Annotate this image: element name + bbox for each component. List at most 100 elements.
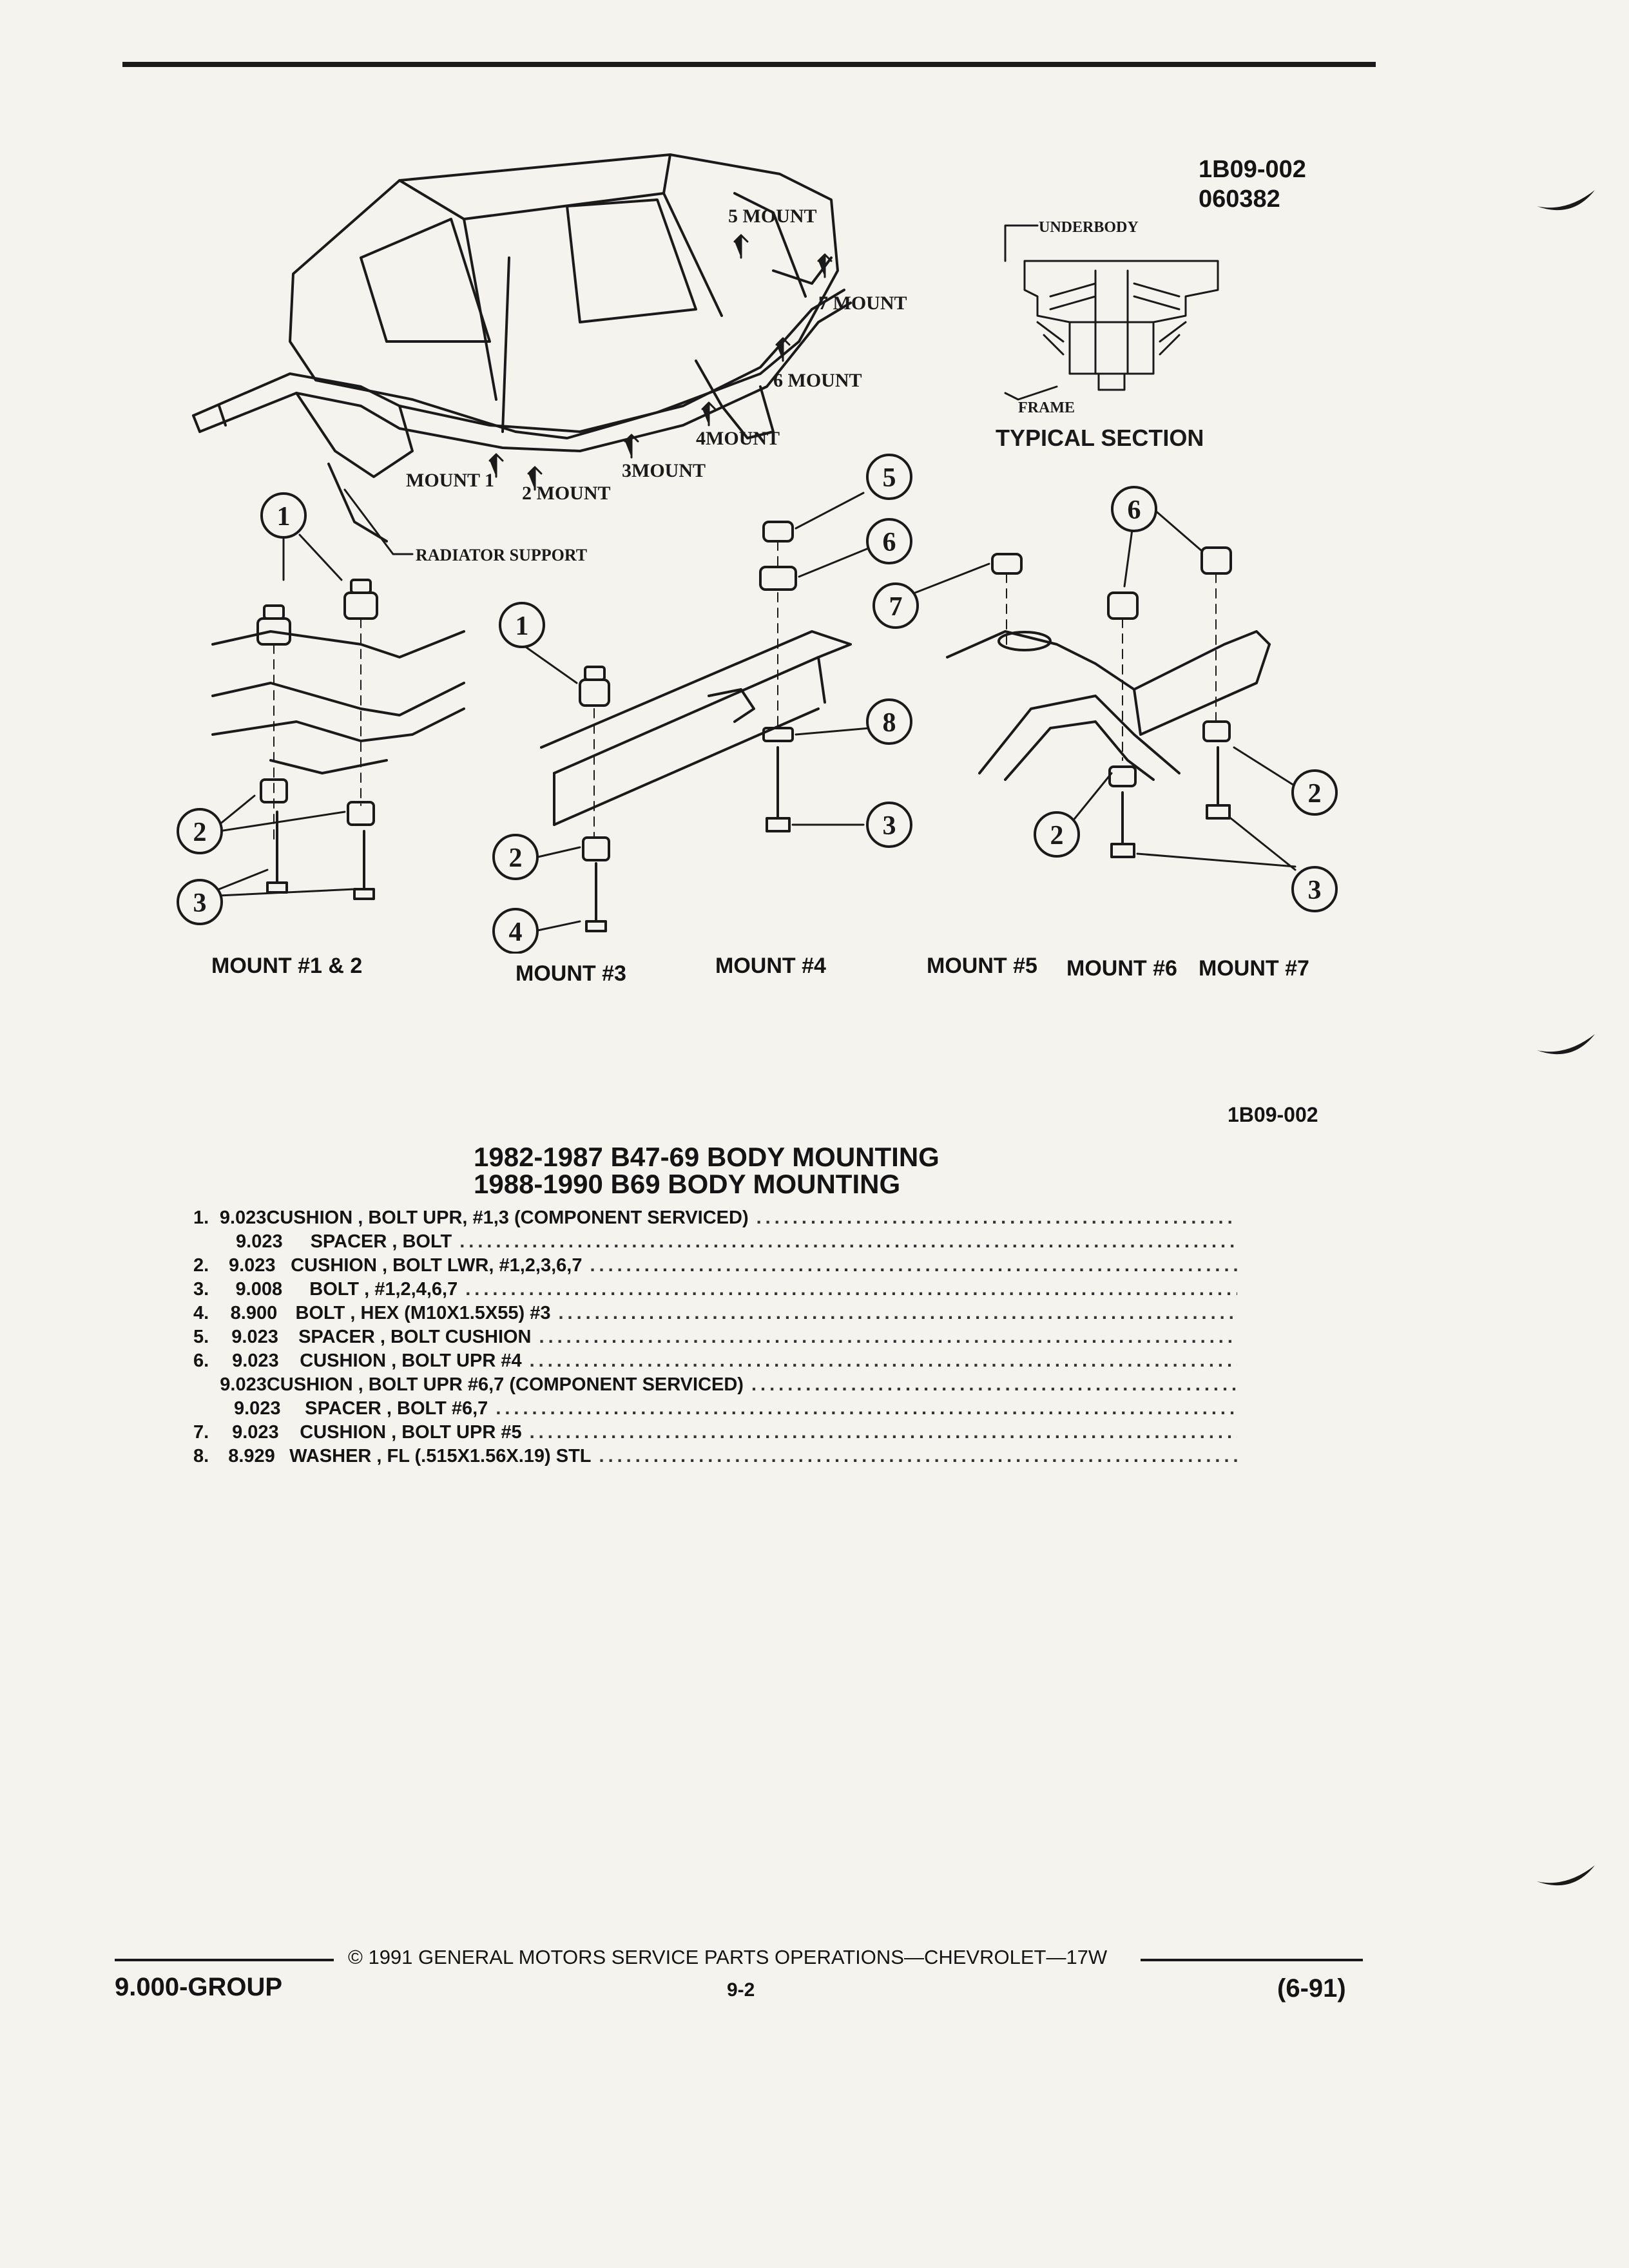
mount-5-6-7-exploded (914, 508, 1296, 871)
part-description: CUSHION , BOLT UPR #5 (300, 1422, 522, 1443)
typical-section-title: TYPICAL SECTION (996, 425, 1204, 451)
part-number: 6. (193, 1350, 209, 1371)
part-code: 9.023 (228, 1255, 276, 1276)
footer-group: 9.000-GROUP (115, 1973, 283, 2001)
section-titles: 1982-1987 B47-69 BODY MOUNTING 1988-1990… (474, 1144, 940, 1198)
binder-mark-icon (1537, 1034, 1595, 1055)
callout-1-b: 1 (516, 611, 529, 641)
callout-6-a: 6 (883, 528, 896, 557)
part-description: WASHER , FL (.515X1.56X.19) STL (289, 1446, 592, 1466)
part-code: 9.023 (236, 1231, 283, 1252)
figure-id: 1B09-002 060382 (1199, 155, 1306, 214)
part-description: SPACER , BOLT CUSHION (298, 1327, 532, 1347)
label-mount-2: 2 MOUNT (522, 483, 611, 504)
callout-1-a: 1 (277, 502, 291, 532)
part-number: 8. (193, 1446, 209, 1466)
caption-mount-7: MOUNT #7 (1199, 956, 1309, 981)
car-body-outline (289, 153, 839, 439)
part-code: 8.900 (230, 1303, 278, 1323)
callout-4: 4 (509, 918, 523, 947)
typical-section-drawing (1004, 224, 1219, 401)
part-description: SPACER , BOLT #6,7 (305, 1398, 488, 1419)
part-description: BOLT , HEX (M10X1.5X55) #3 (295, 1303, 551, 1323)
callout-3-c: 3 (1308, 876, 1322, 905)
part-number: 4. (193, 1303, 209, 1323)
part-description: CUSHION , BOLT UPR #6,7 (COMPONENT SERVI… (266, 1374, 744, 1395)
footer-revision: (6-91) (1277, 1974, 1346, 2003)
label-mount-3: 3MOUNT (622, 460, 706, 481)
part-code: 9.008 (235, 1279, 283, 1300)
part-code: 9.023 (233, 1398, 281, 1419)
part-code: 8.929 (228, 1446, 275, 1466)
body-mounting-diagram: MOUNT 1 2 MOUNT 3MOUNT 4MOUNT 5 MOUNT 6 … (177, 153, 1338, 954)
callout-3-a: 3 (883, 811, 896, 841)
label-underbody: UNDERBODY (1039, 219, 1139, 236)
mount-3-4-exploded (521, 492, 871, 932)
part-code: 9.023 (231, 1327, 278, 1347)
title-line-1: 1982-1987 B47-69 BODY MOUNTING (474, 1142, 940, 1172)
label-radiator-support: RADIATOR SUPPORT (416, 546, 587, 564)
part-number: 1. (193, 1207, 209, 1228)
callout-2-d: 2 (1308, 779, 1322, 809)
callout-2-b: 2 (509, 843, 523, 873)
caption-mount-1-2: MOUNT #1 & 2 (211, 954, 363, 978)
cushion-upper-1 (256, 604, 291, 646)
binder-mark-icon (1537, 1865, 1595, 1886)
part-description: BOLT , #1,2,4,6,7 (309, 1279, 458, 1300)
part-description: CUSHION , BOLT LWR, #1,2,3,6,7 (291, 1255, 583, 1276)
part-number: 2. (193, 1255, 209, 1276)
title-line-2: 1988-1990 B69 BODY MOUNTING (474, 1169, 901, 1199)
footer-rule-left (115, 1959, 334, 1961)
label-mount-5: 5 MOUNT (728, 206, 817, 227)
figure-ref-bottom: 1B09-002 (1228, 1103, 1318, 1126)
footer-copyright: © 1991 GENERAL MOTORS SERVICE PARTS OPER… (348, 1946, 1108, 1968)
caption-mount-5: MOUNT #5 (927, 954, 1037, 978)
label-mount-7: 7 MOUNT (818, 293, 907, 314)
binder-mark-icon (1537, 190, 1595, 211)
label-mount-6: 6 MOUNT (773, 370, 862, 391)
cushion-upper-2 (343, 579, 378, 620)
top-rule (122, 62, 1376, 67)
label-frame: FRAME (1018, 399, 1075, 416)
mount-arrows (488, 234, 833, 491)
part-description: SPACER , BOLT (310, 1231, 452, 1252)
callout-6-b: 6 (1128, 495, 1141, 525)
figure-id-date: 060382 (1199, 186, 1280, 213)
part-number: 3. (193, 1279, 209, 1300)
part-code: 9.023 (219, 1207, 267, 1228)
label-mount-4: 4MOUNT (696, 428, 780, 449)
part-number: 7. (193, 1422, 209, 1443)
callout-2-c: 2 (1050, 821, 1064, 850)
label-mount-1: MOUNT 1 (406, 470, 494, 491)
part-code: 9.023 (232, 1350, 279, 1371)
caption-mount-6: MOUNT #6 (1066, 956, 1177, 981)
part-code: 9.023 (232, 1422, 279, 1443)
part-description: CUSHION , BOLT UPR #4 (300, 1350, 522, 1371)
footer-page-number: 9-2 (727, 1979, 755, 2001)
callout-7: 7 (889, 592, 903, 622)
part-number: 5. (193, 1327, 209, 1347)
figure-id-code: 1B09-002 (1199, 156, 1306, 183)
callout-3-b: 3 (193, 889, 207, 918)
footer-rule-right (1141, 1959, 1363, 1961)
callout-circles (177, 454, 1338, 954)
callout-2-a: 2 (193, 818, 207, 847)
callout-8: 8 (883, 708, 896, 738)
caption-mount-4: MOUNT #4 (715, 954, 826, 978)
mount-1-2-exploded (211, 533, 465, 900)
part-description: CUSHION , BOLT UPR, #1,3 (COMPONENT SERV… (266, 1207, 749, 1228)
caption-mount-3: MOUNT #3 (516, 961, 626, 986)
callout-5: 5 (883, 463, 896, 493)
part-code: 9.023 (220, 1374, 267, 1395)
